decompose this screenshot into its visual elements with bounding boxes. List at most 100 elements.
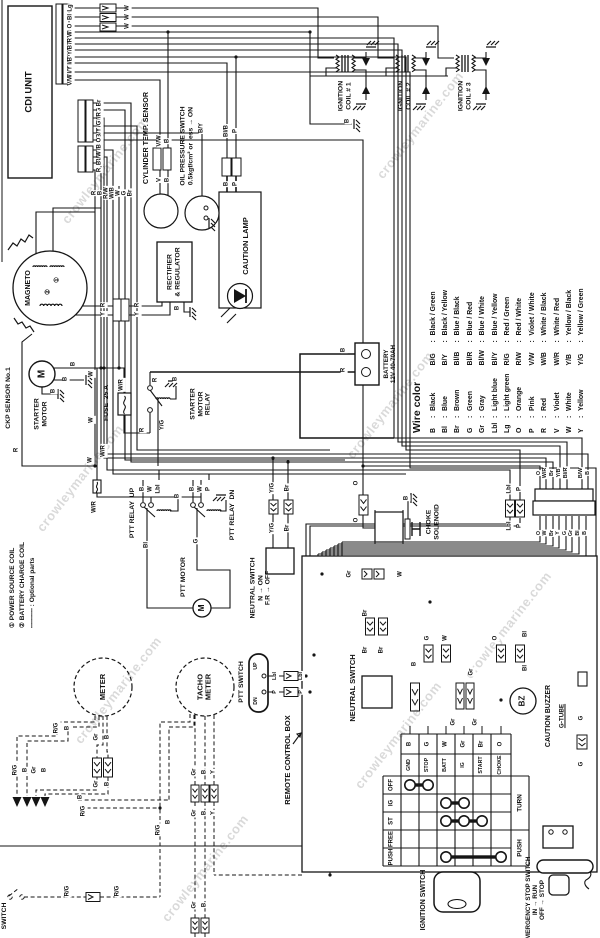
wire-label: Y/G xyxy=(269,481,277,495)
legend-entry: O:Orange xyxy=(514,373,526,433)
wire-label: Bl xyxy=(143,541,151,549)
legend-separator: : xyxy=(442,340,450,343)
legend-entry: B:Black xyxy=(427,373,439,433)
legend-code: V xyxy=(553,428,561,433)
wire-label: B xyxy=(164,137,172,145)
wire-label: B xyxy=(164,176,172,184)
table-wire-color: W xyxy=(442,741,449,747)
legend-entry: Bl/W:Blue / White xyxy=(477,288,489,365)
legend-separator: : xyxy=(553,340,561,343)
wire-label: O xyxy=(492,634,500,642)
legend-color-name: White / Red xyxy=(553,297,561,336)
wire-label: W xyxy=(87,456,95,464)
legend-color-name: Blue / Red xyxy=(466,301,474,336)
wire-label: Br xyxy=(362,645,370,655)
legend-color-name: Black / Green xyxy=(429,291,437,336)
legend-code: Y/G xyxy=(578,353,586,366)
legend-code: Lbl xyxy=(491,422,499,433)
wire-label: Lbl xyxy=(298,671,305,681)
legend-entry: P:Pink xyxy=(526,373,538,433)
legend-entry: W/R:White / Red xyxy=(551,288,563,366)
wire-label: W/R xyxy=(100,444,108,458)
legend-separator: : xyxy=(578,415,586,418)
component-label: CDI UNIT xyxy=(23,71,35,113)
component-label: M xyxy=(36,369,48,379)
wire-label: B xyxy=(585,470,592,476)
wire-label: W xyxy=(397,570,405,578)
legend-code: B/Y xyxy=(442,353,450,366)
legend-code: W/B xyxy=(541,352,549,366)
wire-label: Lbl xyxy=(155,483,163,495)
legend-color-name: White / Black xyxy=(541,292,549,336)
component-label: ① xyxy=(53,277,61,283)
wire-label: Y xyxy=(100,310,108,318)
legend-code: P xyxy=(528,428,536,433)
note-power-source-coil: ① POWER SOURCE COIL xyxy=(9,547,16,628)
table-terminal: IG xyxy=(460,762,467,768)
legend-color-name: Yellow / Black xyxy=(565,289,573,336)
wire-label: B xyxy=(139,485,147,493)
legend-separator: : xyxy=(479,340,487,343)
table-position: PUSH xyxy=(388,848,395,866)
legend-entry: Br:Brown xyxy=(452,373,464,433)
component-label: CKP SENSOR No.1 xyxy=(5,367,13,429)
component-label: CAUTION LAMP xyxy=(240,217,250,275)
wire-label: P xyxy=(232,127,240,135)
component-label: PTT SWITCH xyxy=(238,661,246,703)
legend-separator: : xyxy=(578,340,586,343)
legend-code: Bl/R xyxy=(466,351,474,366)
component-label: METER xyxy=(97,673,107,701)
wire-label: B xyxy=(165,818,173,826)
wire-label: R xyxy=(139,426,147,434)
legend-entry: W/B:White / Black xyxy=(539,288,551,366)
component-label: BZ xyxy=(517,695,527,707)
wire-label: B xyxy=(77,793,85,801)
wire-label: B xyxy=(172,375,180,383)
legend-separator: : xyxy=(466,415,474,418)
legend-entry: Bl:Blue xyxy=(439,373,451,433)
wire-label: B xyxy=(96,159,104,167)
component-label: IGNITION COIL # 2 xyxy=(397,80,412,112)
legend-code: Bl/Y xyxy=(491,352,499,366)
legend-code: R/W xyxy=(516,352,524,366)
component-label: PTT RELAY UP xyxy=(129,487,137,539)
wire-label: Gr xyxy=(472,717,480,727)
legend-separator: : xyxy=(504,340,512,343)
wire-label: B xyxy=(201,901,209,909)
wire-label: B xyxy=(223,180,231,188)
wire-label: O xyxy=(353,479,361,487)
wire-label: B xyxy=(64,724,72,732)
legend-color-name: Pink xyxy=(528,396,536,411)
legend-separator: : xyxy=(479,415,487,418)
wire-label: W xyxy=(147,485,155,493)
wire-label: B xyxy=(104,733,112,741)
legend-entry: Lbl:Light blue xyxy=(489,373,501,433)
legend-color-name: White xyxy=(565,392,573,411)
table-wire-color: O xyxy=(497,741,504,747)
note-battery-charge-coil: ② BATTERY CHARGE COIL xyxy=(19,541,27,628)
wire-label: B xyxy=(201,768,209,776)
legend-separator: : xyxy=(541,415,549,418)
wire-label: Lg xyxy=(67,3,75,13)
wire-label: R xyxy=(96,166,104,174)
legend-code: Bl xyxy=(442,426,450,433)
legend-color-name: Black xyxy=(429,392,437,411)
wire-label: W xyxy=(124,4,132,12)
legend-color-name: Red / White xyxy=(516,297,524,336)
ignition-table-connections xyxy=(403,778,507,863)
legend-separator: : xyxy=(454,415,462,418)
table-terminal: START xyxy=(478,756,485,774)
legend-code: Lg xyxy=(504,424,512,433)
legend-color-name: Light green xyxy=(504,373,512,411)
component-label: REMOTE CONTROL BOX xyxy=(282,715,292,805)
legend-separator: : xyxy=(454,340,462,343)
legend-entry: B/Y:Black / Yellow xyxy=(439,288,451,365)
legend-separator: : xyxy=(553,415,561,418)
wire-label: Br xyxy=(378,645,386,655)
wire-label: B xyxy=(22,766,30,774)
table-wire-color: Br xyxy=(478,740,485,748)
wire-label: B xyxy=(174,492,182,500)
legend-separator: : xyxy=(442,415,450,418)
wire-label: B xyxy=(41,766,49,774)
